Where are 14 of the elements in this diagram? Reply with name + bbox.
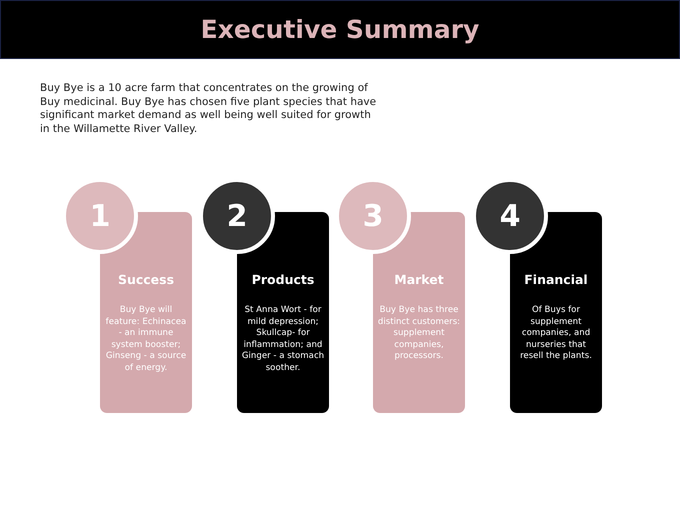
step-number: 4 <box>500 198 520 234</box>
intro-paragraph: Buy Bye is a 10 acre farm that concentrates on the growing of Buy medicinal. Buy Bye has chosen five plant species that have significant market demand as well being well suited for growth in the Willamette River Valley. <box>40 82 378 136</box>
card-heading: Financial <box>523 272 589 287</box>
title: Executive Summary <box>200 15 480 44</box>
card-heading: Market <box>393 272 445 287</box>
step-number: 2 <box>226 198 248 234</box>
card-description: Buy Bye has three distinct customers: supplement companies, processors. <box>377 305 461 362</box>
step-number: 3 <box>362 198 384 234</box>
step-number: 1 <box>90 198 110 234</box>
card-heading: Products <box>250 272 316 287</box>
card-description: St Anna Wort - for mild depression; Skullcap- for inflammation; and Ginger - a stomach soother. <box>241 305 325 374</box>
card-heading: Success <box>116 272 176 287</box>
card-description: Buy Bye will feature: Echinacea - an immune system booster; Ginseng - a source of energy. <box>104 305 188 374</box>
card-description: Of Buys for supplement companies, and nurseries that resell the plants. <box>519 305 593 362</box>
